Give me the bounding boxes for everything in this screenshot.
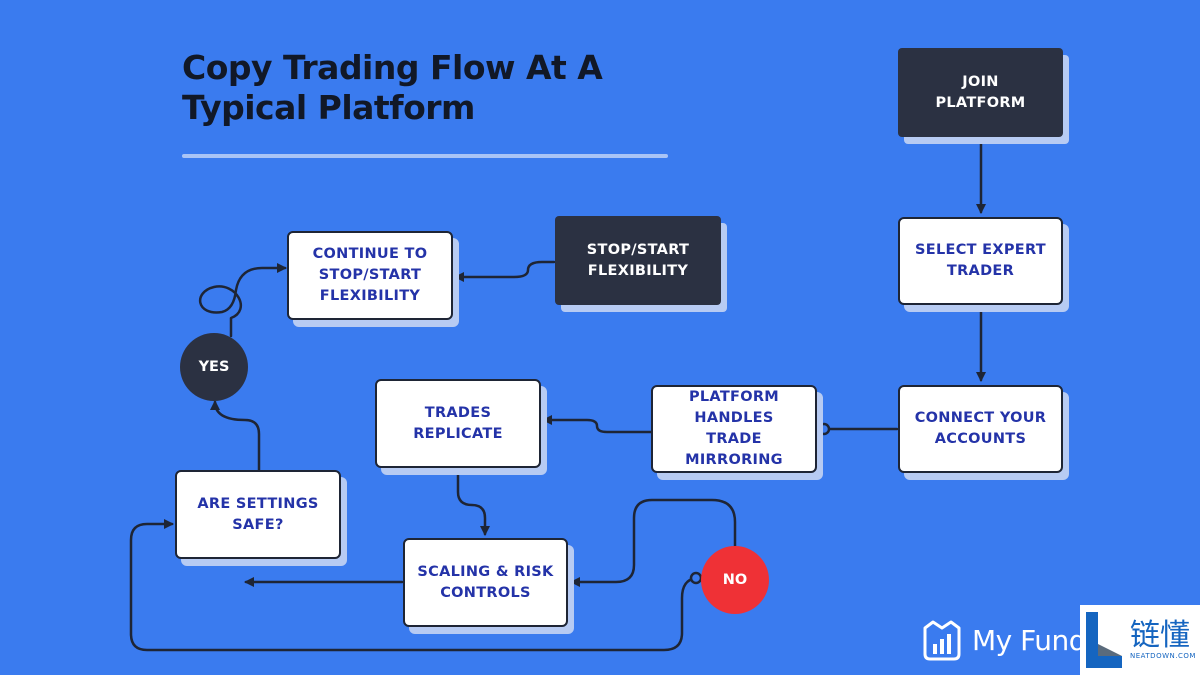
watermark-logo-icon	[1086, 612, 1122, 668]
arrow-no-settings	[129, 519, 698, 652]
node-platform-mirroring: PLATFORM HANDLES TRADE MIRRORING	[651, 385, 817, 473]
arrow-replicate-scaling	[456, 465, 490, 536]
watermark-en: NEATDOWN.COM	[1130, 652, 1196, 660]
title-divider	[182, 154, 668, 158]
connector-dot	[689, 571, 703, 585]
arrow-mirror-replicate	[542, 415, 653, 434]
watermark-cn: 链懂	[1130, 618, 1190, 653]
node-continue-stop-start: CONTINUE TO STOP/START FLEXIBILITY	[287, 231, 453, 320]
decision-no: NO	[701, 546, 769, 614]
brand-logo: My Funde	[922, 614, 1103, 666]
node-trades-replicate: TRADES REPLICATE	[375, 379, 541, 468]
node-scaling-risk-controls: SCALING & RISK CONTROLS	[403, 538, 568, 627]
page-title: Copy Trading Flow At A Typical Platform	[182, 48, 603, 127]
node-are-settings-safe: ARE SETTINGS SAFE?	[175, 470, 341, 559]
arrow-settings-yes	[210, 400, 261, 472]
connector-dot	[817, 422, 831, 436]
arrow-no-scaling	[570, 498, 737, 587]
arrow-yes-continue	[198, 263, 287, 338]
node-select-expert-trader: SELECT EXPERT TRADER	[898, 217, 1063, 305]
crown-chart-icon	[923, 620, 961, 661]
decision-yes: YES	[180, 333, 248, 401]
watermark: 链懂 NEATDOWN.COM	[1080, 605, 1200, 675]
node-join-platform: JOIN PLATFORM	[898, 48, 1063, 137]
node-stop-start-flexibility: STOP/START FLEXIBILITY	[555, 216, 721, 305]
arrow-stopstart-continue	[454, 260, 556, 282]
node-connect-accounts: CONNECT YOUR ACCOUNTS	[898, 385, 1063, 473]
